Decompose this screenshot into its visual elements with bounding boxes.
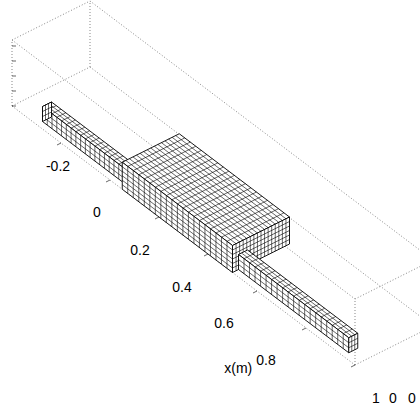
mesh-line <box>321 317 322 332</box>
mesh-line <box>255 267 256 282</box>
mesh-line <box>94 146 95 161</box>
mesh-line <box>239 265 349 348</box>
tick-mark <box>12 61 16 62</box>
mesh-line <box>349 338 358 343</box>
axis-box-line <box>90 1 420 260</box>
mesh-line <box>61 121 62 136</box>
mesh-line <box>113 160 114 175</box>
mesh-line <box>282 288 283 303</box>
mesh-line <box>75 132 76 147</box>
tick-mark <box>12 76 16 77</box>
mesh-line <box>288 292 289 307</box>
mesh-line <box>260 271 261 286</box>
mesh-line <box>332 325 333 340</box>
tick-mark <box>12 46 16 47</box>
axis-box-line <box>12 106 355 365</box>
mesh-line <box>43 112 52 117</box>
axis-box-line <box>12 1 90 40</box>
tick-mark <box>253 291 257 293</box>
mesh-line <box>266 275 267 290</box>
tick-label: -0.2 <box>46 159 70 173</box>
mesh-face <box>239 250 358 338</box>
mesh-line <box>43 112 129 177</box>
tick-mark <box>12 91 16 92</box>
mesh-line <box>315 313 316 328</box>
mesh-line <box>293 296 294 311</box>
axis-box-line <box>90 67 420 326</box>
mesh-line <box>85 139 86 154</box>
mesh-line <box>299 300 300 315</box>
mesh-line <box>90 142 91 157</box>
tick-label: 0 <box>408 391 416 405</box>
mesh-line <box>233 226 290 255</box>
tick-label: 0 <box>389 391 397 405</box>
tick-mark <box>351 365 355 367</box>
tick-mark <box>204 254 208 256</box>
tick-mark <box>106 180 110 182</box>
mesh-line <box>233 222 290 251</box>
mesh-line <box>56 117 57 132</box>
mesh-line <box>66 124 67 139</box>
mesh-face <box>349 333 358 353</box>
axis-box-line <box>355 260 420 299</box>
tick-mark <box>57 143 61 145</box>
mesh-line <box>343 334 344 349</box>
mesh-line <box>48 104 49 119</box>
tick-label: 0.8 <box>256 353 275 367</box>
mesh-line <box>43 117 129 182</box>
mesh-line <box>45 105 46 120</box>
mesh-face <box>122 162 232 272</box>
mesh-line <box>118 164 119 179</box>
tick-mark <box>302 328 306 330</box>
mesh-face <box>43 107 129 187</box>
mesh-line <box>242 253 352 336</box>
mesh-line <box>122 185 232 268</box>
mesh-face <box>43 102 52 122</box>
mesh-line <box>104 153 105 168</box>
mesh-line <box>239 260 349 343</box>
mesh-line <box>71 128 72 143</box>
mesh-line <box>326 321 327 336</box>
mesh-line <box>109 157 110 172</box>
axis-box-line <box>90 1 91 67</box>
mesh-line <box>99 150 100 165</box>
tick-mark <box>12 106 16 107</box>
mesh-line <box>304 304 305 319</box>
tick-mark <box>155 217 159 219</box>
tick-label: 0.4 <box>172 280 191 294</box>
mesh-line <box>271 279 272 294</box>
axis-box-line <box>12 40 13 106</box>
axis-box-line <box>12 40 355 299</box>
mesh-line <box>80 135 81 150</box>
mesh-line <box>244 259 245 274</box>
mesh-line <box>172 137 282 220</box>
mesh-line <box>122 171 232 254</box>
mesh-line <box>354 335 355 350</box>
mesh-line <box>122 176 232 259</box>
tick-label: 0.6 <box>214 316 233 330</box>
mesh-line <box>249 263 250 278</box>
mesh-line <box>277 284 278 299</box>
mesh-line <box>351 336 352 351</box>
mesh-line <box>122 167 232 250</box>
axis-box-line <box>355 326 420 365</box>
mesh-line <box>310 309 311 324</box>
tick-label: 0 <box>93 205 101 219</box>
mesh-line <box>122 180 232 263</box>
axis-box-line <box>12 67 90 106</box>
mesh-line <box>245 252 355 335</box>
mesh-line <box>349 343 358 348</box>
mesh-line <box>43 107 52 112</box>
mesh-line <box>176 136 286 219</box>
tick-label: 0.2 <box>130 243 149 257</box>
axis-label: x(m) <box>224 361 252 375</box>
tick-label: 1 <box>372 391 380 405</box>
mesh-face <box>239 255 349 353</box>
mesh-line <box>337 329 338 344</box>
